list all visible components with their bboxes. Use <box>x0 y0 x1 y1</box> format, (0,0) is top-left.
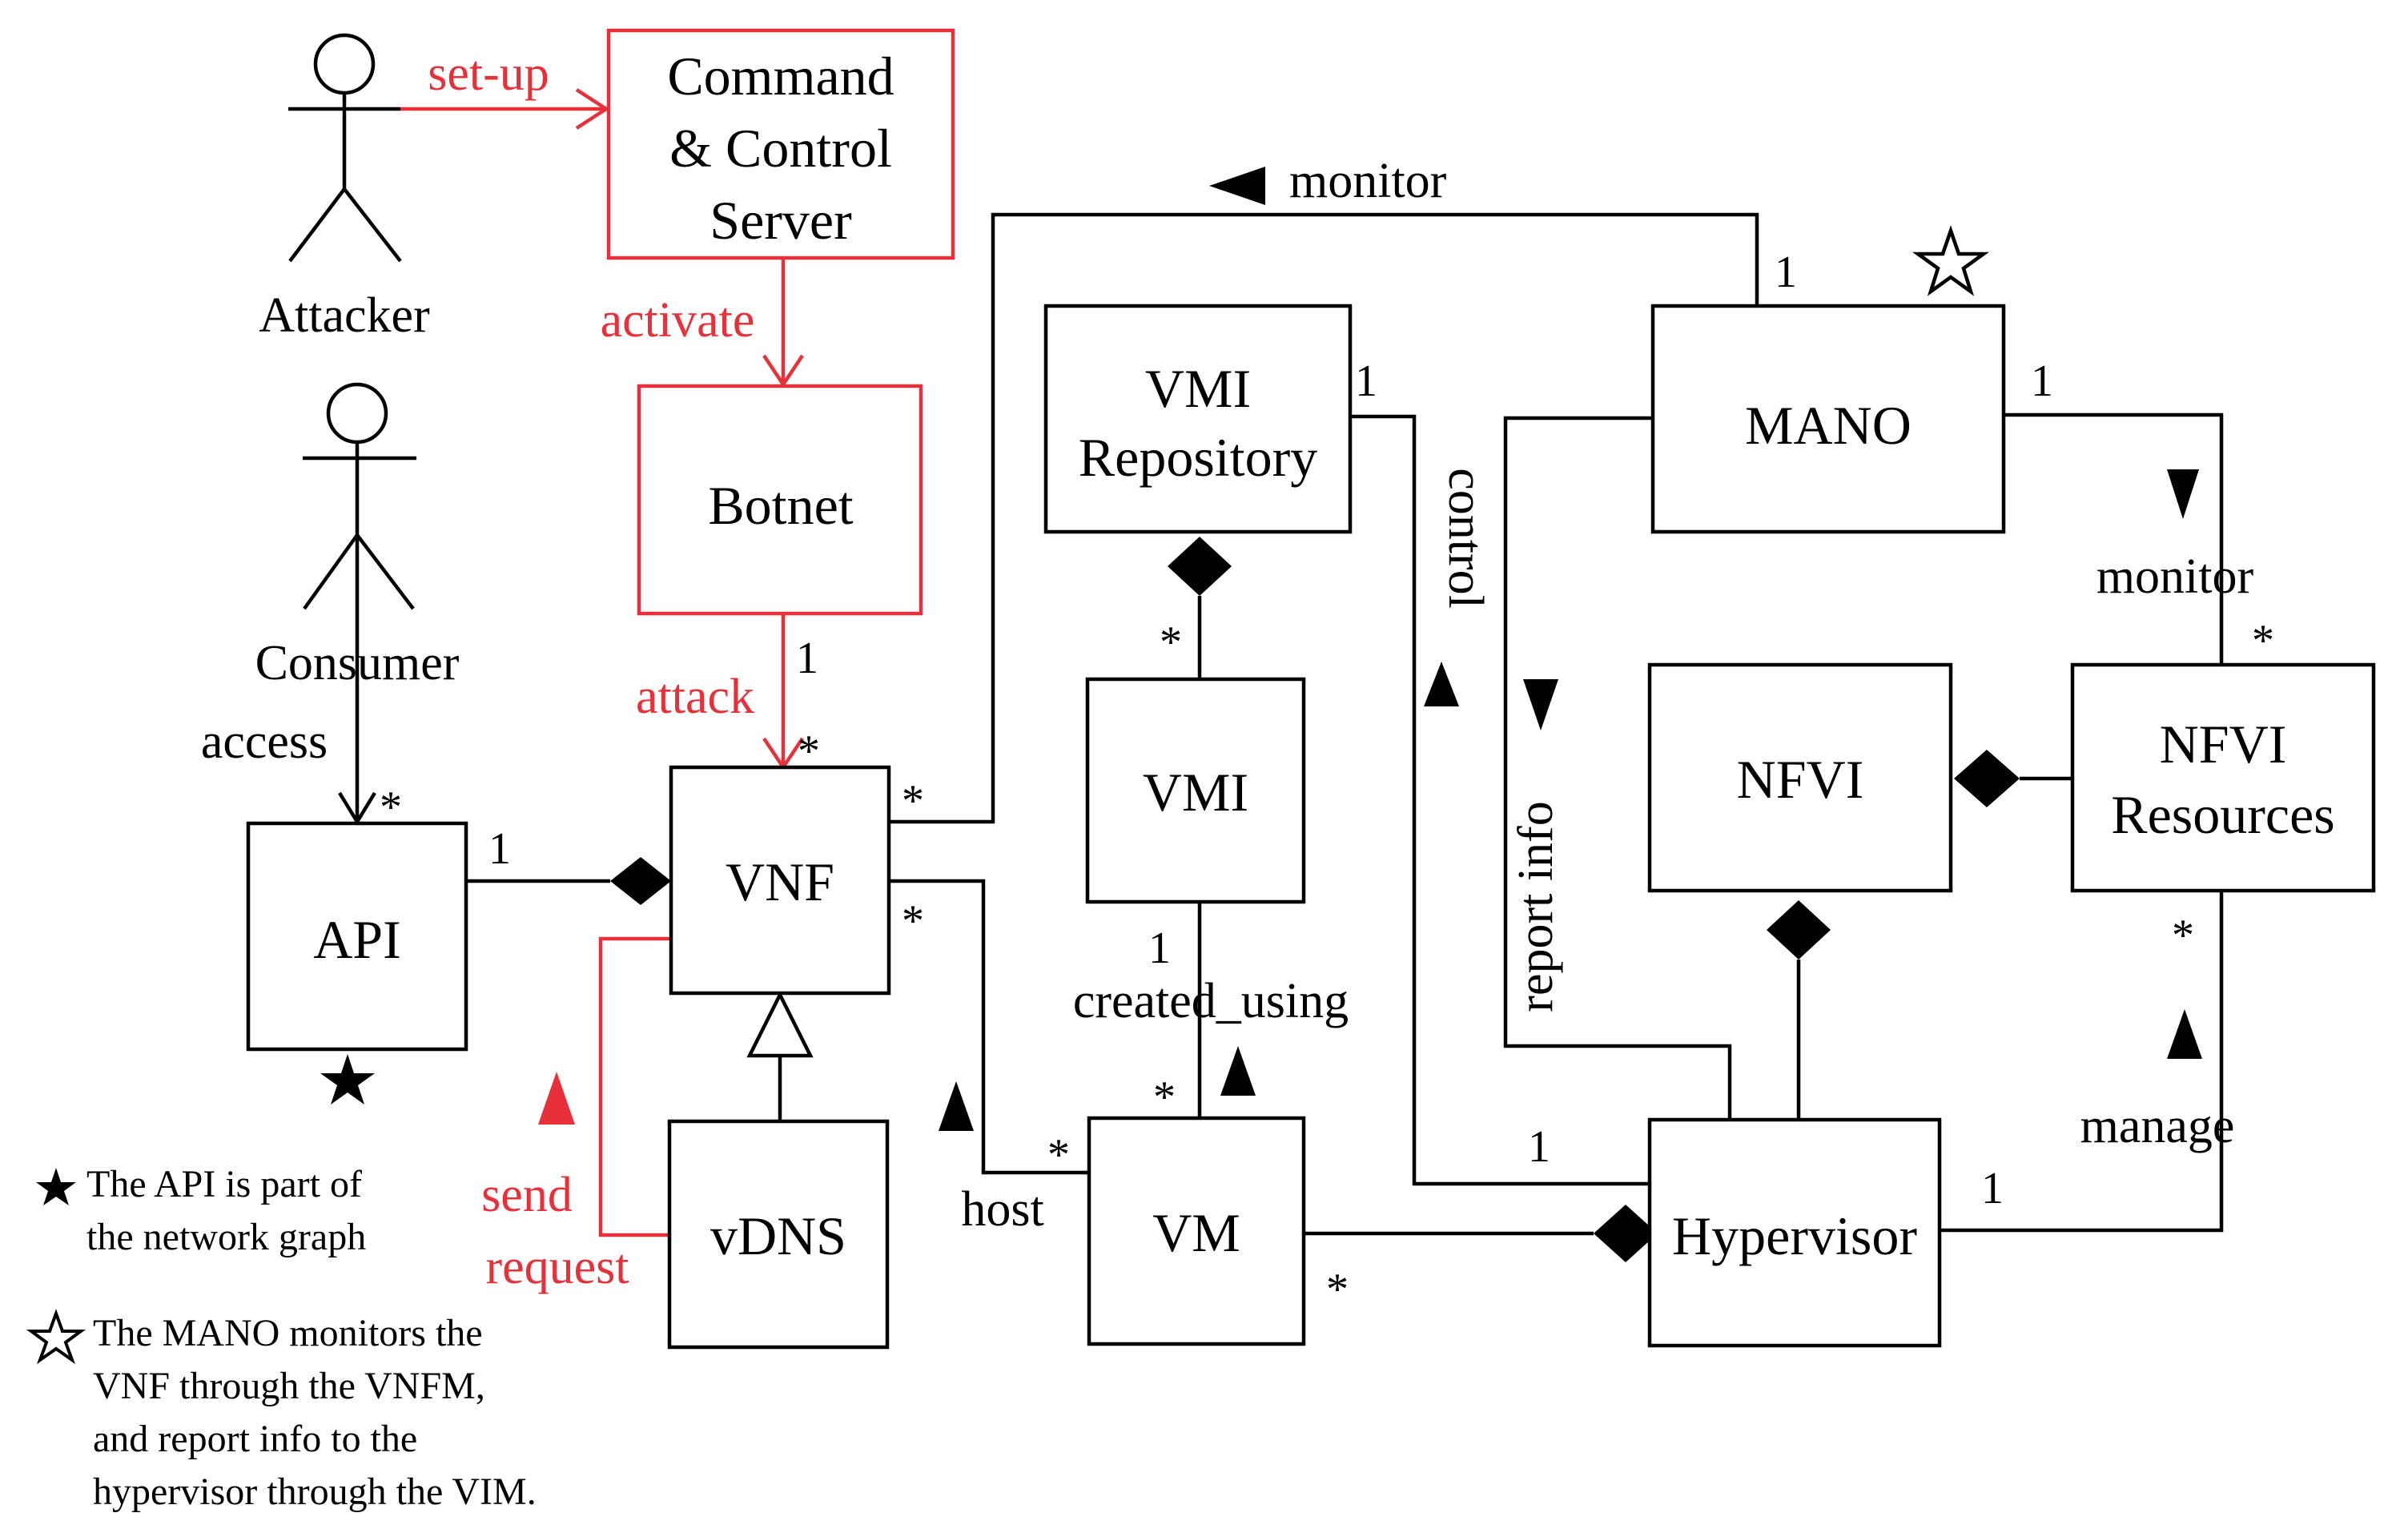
monitor-right-direction-arrow <box>2167 469 2199 519</box>
api-note-line-2: the network graph <box>86 1216 366 1258</box>
nfvi-resources-label-1: NFVI <box>2160 714 2287 775</box>
mano-node: MANO <box>1650 304 2006 534</box>
nfvi-label: NFVI <box>1737 749 1864 810</box>
vdns-node: vDNS <box>667 1119 890 1350</box>
activate-connector <box>762 258 804 388</box>
botnet-label: Botnet <box>708 475 853 536</box>
mano-outline-star-icon <box>1912 225 1989 296</box>
generalization-triangle <box>746 990 814 1058</box>
mult-hypervisor-1-control: 1 <box>1528 1122 1550 1172</box>
mult-vmi-star: * <box>1160 618 1182 667</box>
mult-repository-1: 1 <box>1355 356 1377 406</box>
monitor-top-direction-arrow <box>1209 167 1265 205</box>
host-direction-arrow <box>939 1081 974 1131</box>
consumer-label: Consumer <box>255 636 460 690</box>
report-info-direction-arrow <box>1523 679 1558 730</box>
mano-label: MANO <box>1745 395 1912 456</box>
vmi-label: VMI <box>1143 762 1248 823</box>
mult-api-1: 1 <box>488 824 511 874</box>
cc-server-label-3: Server <box>710 190 852 251</box>
nfvi-node: NFVI <box>1647 662 1953 893</box>
mult-api-star: * <box>380 783 402 832</box>
mano-note-line-3: and report info to the <box>93 1418 417 1460</box>
nfvi-resources-label-2: Resources <box>2111 784 2334 845</box>
mano-note-line-2: VNF through the VNFM, <box>93 1365 485 1407</box>
vmi-repository-label-2: Repository <box>1079 427 1317 488</box>
mult-vmi-1: 1 <box>1148 923 1171 973</box>
setup-connector <box>400 88 610 130</box>
note-outline-star-icon <box>26 1309 86 1365</box>
hypervisor-composition-diamond <box>1594 1205 1658 1262</box>
host-label: host <box>961 1182 1043 1237</box>
nfvi-resources-composition-diamond <box>1954 750 2020 807</box>
manage-direction-arrow <box>2167 1009 2202 1059</box>
mult-mano-1-right: 1 <box>2031 356 2053 406</box>
control-label: control <box>1438 468 1493 609</box>
mult-vm-star-hypervisor: * <box>1326 1265 1349 1314</box>
mult-vm-star-host: * <box>1047 1130 1070 1180</box>
vdns-label: vDNS <box>710 1205 846 1266</box>
send-request-label-1: send <box>481 1168 573 1222</box>
vmi-node: VMI <box>1085 677 1306 904</box>
monitor-top-label: monitor <box>1289 154 1447 208</box>
mult-vnf-star-attack: * <box>798 726 820 776</box>
note-filled-star-icon <box>36 1168 76 1205</box>
hypervisor-node: Hypervisor <box>1647 1117 1942 1348</box>
control-direction-arrow <box>1424 662 1459 706</box>
nfvi-composition-diamond <box>1767 900 1831 960</box>
api-node: API <box>246 821 468 1052</box>
host-connector <box>889 879 1089 1175</box>
activate-label: activate <box>601 293 755 348</box>
report-info-label: report info <box>1509 801 1563 1012</box>
setup-label: set-up <box>428 46 549 101</box>
report-info-connector <box>1503 416 1732 1120</box>
attacker-actor <box>288 33 402 263</box>
mult-nfvi-resources-star-monitor: * <box>2252 616 2274 666</box>
vmi-repository-label-1: VMI <box>1145 358 1251 419</box>
consumer-actor <box>303 382 416 610</box>
repository-composition-diamond <box>1168 537 1232 596</box>
mult-vnf-star-host: * <box>902 896 924 946</box>
cc-server-label-1: Command <box>667 46 894 107</box>
mano-note-line-4: hypervisor through the VIM. <box>93 1471 537 1513</box>
mult-hypervisor-1-manage: 1 <box>1981 1164 2004 1213</box>
api-filled-star-icon <box>320 1054 375 1104</box>
send-request-label-2: request <box>485 1240 629 1294</box>
attack-label: attack <box>636 670 754 724</box>
api-label: API <box>313 909 401 970</box>
mult-mano-1-top: 1 <box>1775 247 1797 297</box>
cc-server-node: Command & Control Server <box>606 28 955 260</box>
monitor-right-label: monitor <box>2096 549 2254 604</box>
api-vnf-composition-diamond <box>610 857 671 905</box>
send-request-direction-arrow <box>538 1072 575 1125</box>
send-request-connector <box>598 936 669 1237</box>
api-note-line-1: The API is part of <box>86 1163 362 1205</box>
mult-nfvi-resources-star-manage: * <box>2172 911 2194 960</box>
cc-server-label-2: & Control <box>669 118 892 179</box>
mult-botnet-1: 1 <box>796 634 818 683</box>
vmi-repository-node: VMI Repository <box>1043 304 1353 534</box>
vm-label: VM <box>1152 1202 1240 1263</box>
access-label: access <box>201 714 328 769</box>
vnf-label: VNF <box>726 851 834 912</box>
created-using-direction-arrow <box>1220 1046 1256 1096</box>
manage-label: manage <box>2080 1099 2235 1153</box>
attacker-label: Attacker <box>259 288 430 343</box>
mano-note-line-1: The MANO monitors the <box>93 1312 483 1354</box>
control-connector <box>1350 414 1650 1186</box>
manage-connector <box>1940 891 2224 1233</box>
mult-vm-star-created: * <box>1153 1072 1176 1122</box>
nfvi-resources-node: NFVI Resources <box>2070 662 2376 893</box>
hypervisor-label: Hypervisor <box>1672 1205 1917 1266</box>
created-using-label: created_using <box>1073 974 1349 1028</box>
mult-vnf-star-monitor: * <box>902 776 924 826</box>
botnet-node: Botnet <box>637 384 923 616</box>
monitor-top-connector <box>889 212 1759 824</box>
vnf-node: VNF <box>669 765 891 996</box>
monitor-right-connector <box>2004 412 2224 665</box>
vm-node: VM <box>1087 1116 1306 1346</box>
